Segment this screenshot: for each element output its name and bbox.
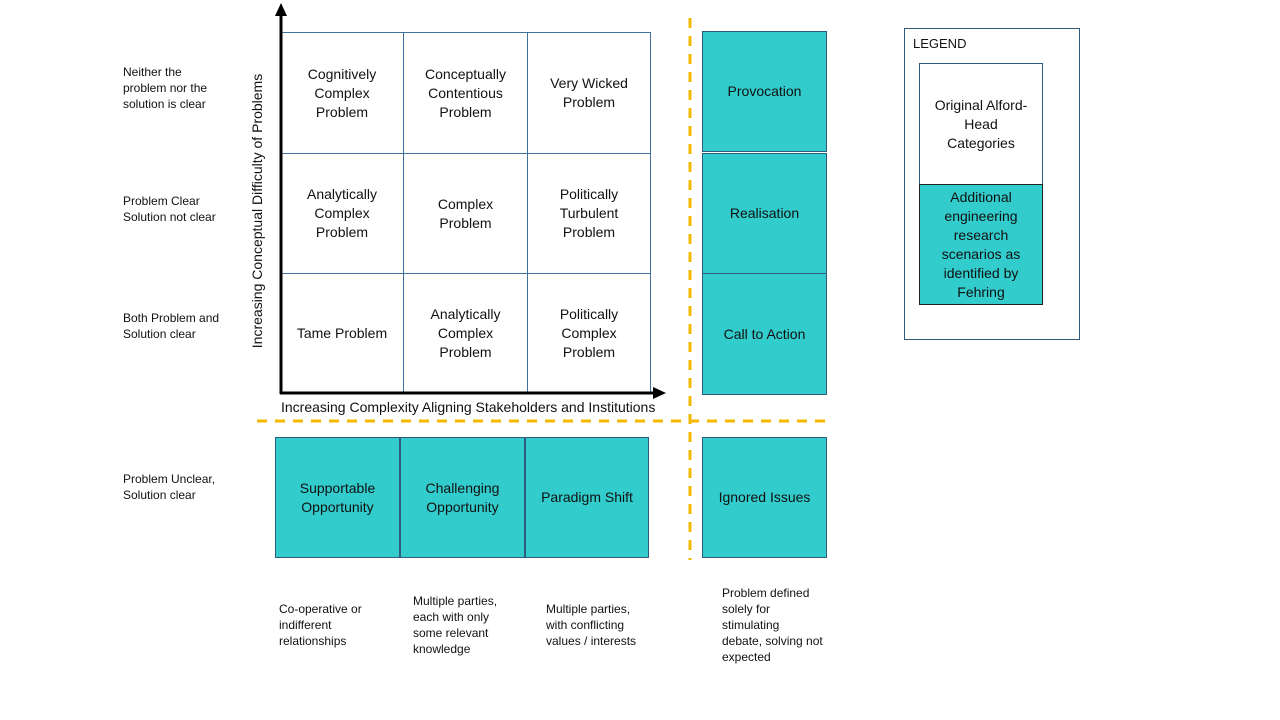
cell-supportable-opportunity: Supportable Opportunity	[275, 437, 400, 558]
cell-challenging-opportunity: Challenging Opportunity	[400, 437, 525, 558]
legend-additional-swatch: Additional engineering research scenario…	[919, 184, 1043, 305]
description-paradigm: Multiple parties, with conflicting value…	[546, 602, 637, 648]
description-ignored: Problem defined solely for stimulating d…	[722, 586, 823, 664]
cell-ignored-issues: Ignored Issues	[702, 437, 827, 558]
description-challenging: Multiple parties, each with only some re…	[413, 594, 498, 656]
cell-provocation: Provocation	[702, 31, 827, 152]
cell-paradigm-shift: Paradigm Shift	[525, 437, 649, 558]
row-label-problem-clear: Problem Clear Solution not clear	[123, 194, 216, 224]
cell-call-to-action: Call to Action	[702, 273, 827, 395]
grid-cell-analytically-complex-top: Analytically Complex Problem	[280, 153, 404, 274]
grid-cell-conceptually-contentious: Conceptually Contentious Problem	[403, 32, 528, 154]
legend-title: LEGEND	[913, 36, 967, 51]
legend-box	[904, 28, 1080, 340]
row-label-neither-clear: Neither the problem nor the solution is …	[123, 65, 208, 111]
grid-cell-complex: Complex Problem	[403, 153, 528, 274]
grid-cell-cognitively-complex: Cognitively Complex Problem	[280, 32, 404, 154]
x-axis-arrowhead	[653, 387, 666, 399]
grid-cell-very-wicked: Very Wicked Problem	[527, 32, 651, 154]
y-axis-arrowhead	[275, 3, 287, 16]
description-supportable: Co-operative or indifferent relationship…	[279, 602, 362, 648]
x-axis-label: Increasing Complexity Aligning Stakehold…	[281, 399, 656, 415]
cell-realisation: Realisation	[702, 153, 827, 274]
legend-original-swatch: Original Alford- Head Categories	[919, 63, 1043, 185]
grid-cell-politically-turbulent: Politically Turbulent Problem	[527, 153, 651, 274]
grid-cell-politically-complex: Politically Complex Problem	[527, 273, 651, 394]
row-label-both-clear: Both Problem and Solution clear	[123, 311, 220, 341]
row-label-problem-unclear: Problem Unclear, Solution clear	[123, 472, 216, 502]
